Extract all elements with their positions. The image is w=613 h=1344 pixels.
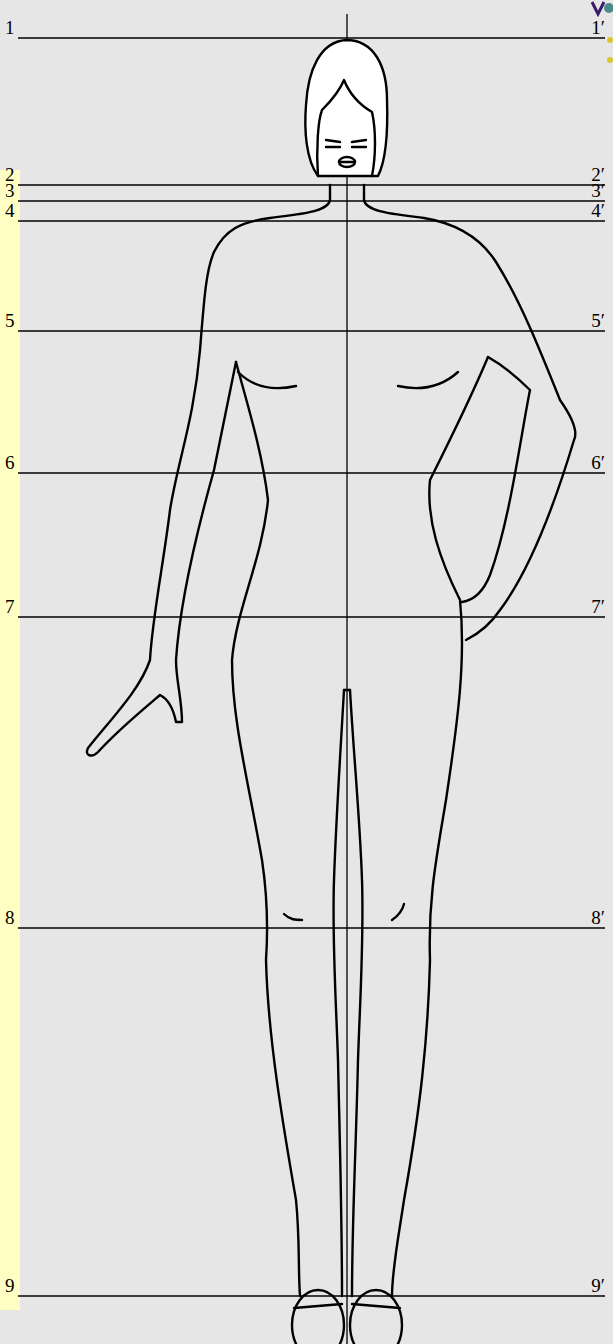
side-strip [0, 170, 20, 1310]
figure-outline [87, 40, 576, 1344]
level-number: 3 [5, 181, 15, 200]
logo-fragment [592, 2, 613, 63]
level-number: 1 [5, 18, 15, 37]
level-number: 7′ [591, 597, 605, 616]
level-number: 8′ [591, 908, 605, 927]
level-number: 5 [5, 311, 15, 330]
level-number: 6 [5, 453, 15, 472]
level-number: 7 [5, 597, 15, 616]
proportion-lines [18, 14, 605, 1344]
level-number: 9 [5, 1276, 15, 1295]
level-number: 4 [5, 201, 15, 220]
level-number: 8 [5, 908, 15, 927]
level-number: 5′ [591, 311, 605, 330]
level-number: 4′ [591, 201, 605, 220]
level-number: 6′ [591, 453, 605, 472]
level-number: 3′ [591, 181, 605, 200]
level-number: 9′ [591, 1276, 605, 1295]
level-number: 1′ [591, 18, 605, 37]
